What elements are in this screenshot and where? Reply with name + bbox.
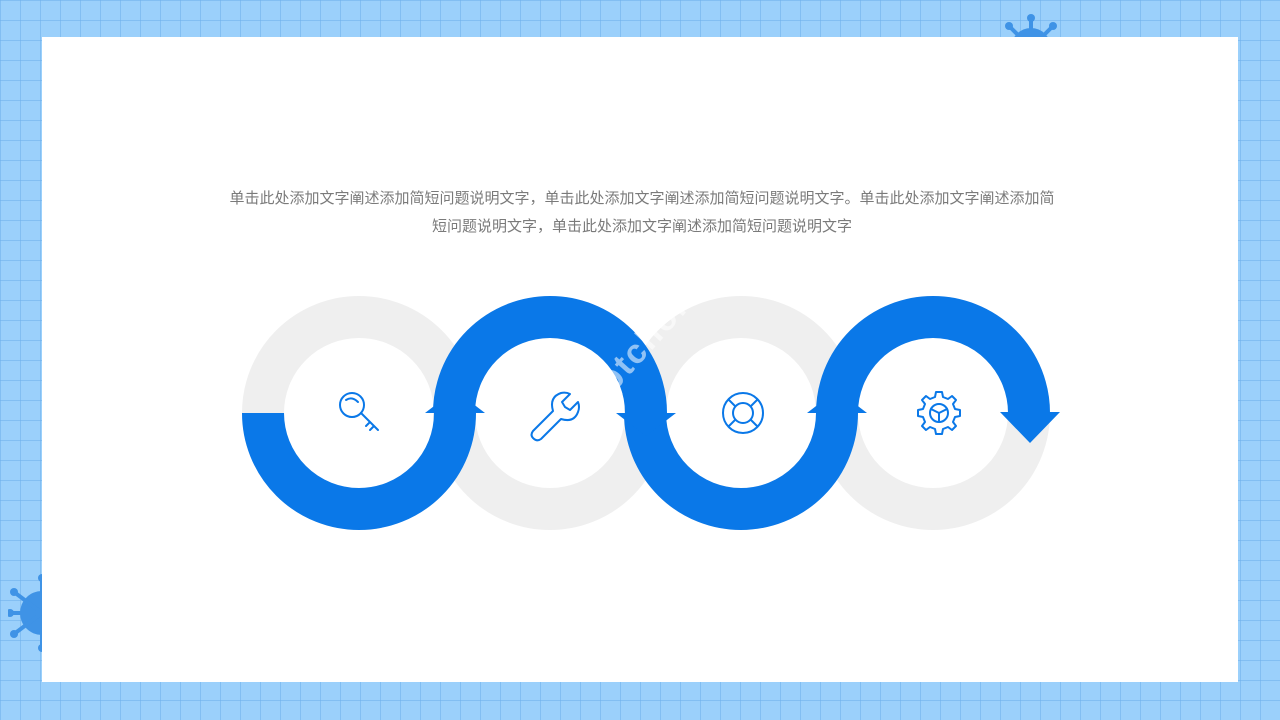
wave-segment-4 (816, 296, 1050, 414)
wrench-icon (530, 391, 580, 442)
wave-segment-1 (242, 412, 476, 530)
description-text: 单击此处添加文字阐述添加简短问题说明文字，单击此处添加文字阐述添加简短问题说明文… (162, 185, 1122, 241)
description-line-2: 短问题说明文字，单击此处添加文字阐述添加简短问题说明文字 (431, 218, 852, 235)
wave-arrow-2 (616, 413, 676, 436)
wave-segment-3 (624, 412, 858, 530)
lifebuoy-icon (722, 392, 764, 434)
description-line-1: 单击此处添加文字阐述添加简短问题说明文字，单击此处添加文字阐述添加简短问题说明文… (229, 190, 1055, 207)
gear-icon (917, 391, 961, 435)
wave-arrow-1 (425, 390, 485, 413)
key-icon (339, 392, 379, 431)
wave-segment-2 (433, 296, 667, 414)
virus-decoration-left (8, 572, 42, 654)
wave-arrow-3 (807, 390, 867, 413)
wave-end-arrowhead (1000, 412, 1060, 443)
